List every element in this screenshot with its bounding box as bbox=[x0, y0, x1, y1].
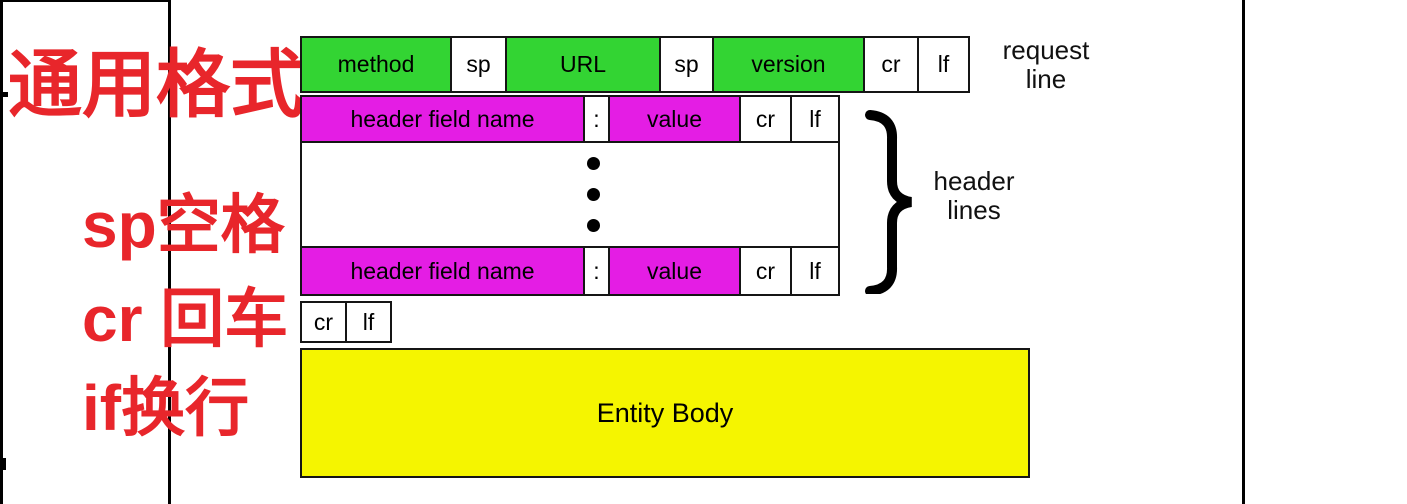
header-field-name-box-1: header field name bbox=[300, 95, 585, 143]
url-box: URL bbox=[505, 36, 661, 93]
colon-box-2: : bbox=[583, 246, 610, 296]
value-box-1: value bbox=[608, 95, 741, 143]
entity-body-box: Entity Body bbox=[300, 348, 1030, 478]
annotation-sp-space: sp空格 bbox=[82, 189, 285, 261]
lf-box-header-1: lf bbox=[790, 95, 840, 143]
sp-box-2: sp bbox=[659, 36, 714, 93]
lf-box-header-2: lf bbox=[790, 246, 840, 296]
ellipsis-dot bbox=[587, 219, 600, 232]
colon-box-1: : bbox=[583, 95, 610, 143]
lf-box-blank: lf bbox=[345, 301, 392, 343]
lf-box-request: lf bbox=[917, 36, 970, 93]
ellipsis-dot bbox=[587, 157, 600, 170]
request-line-caption: request line bbox=[1002, 35, 1090, 94]
cr-box-header-1: cr bbox=[739, 95, 792, 143]
annotation-lf-newline: if换行 bbox=[82, 372, 250, 444]
header-field-name-box-2: header field name bbox=[300, 246, 585, 296]
ellipsis-box bbox=[300, 141, 840, 248]
method-box: method bbox=[300, 36, 452, 93]
version-box: version bbox=[712, 36, 865, 93]
top-border-segment bbox=[0, 0, 171, 2]
annotation-cr-return: cr 回车 bbox=[82, 283, 289, 355]
header-lines-caption: header lines bbox=[933, 166, 1015, 225]
left-edge-tick-upper bbox=[0, 92, 8, 97]
right-divider-line bbox=[1242, 0, 1245, 504]
left-edge-tick-lower bbox=[0, 458, 6, 470]
value-box-2: value bbox=[608, 246, 741, 296]
sp-box-1: sp bbox=[450, 36, 507, 93]
ellipsis-dot bbox=[587, 188, 600, 201]
annotation-general-format: 通用格式 bbox=[8, 43, 304, 126]
cr-box-header-2: cr bbox=[739, 246, 792, 296]
cr-box-request: cr bbox=[863, 36, 919, 93]
left-divider-line bbox=[168, 0, 171, 504]
curly-brace-icon bbox=[865, 110, 913, 294]
cr-box-blank: cr bbox=[300, 301, 347, 343]
left-border-line bbox=[0, 0, 3, 504]
